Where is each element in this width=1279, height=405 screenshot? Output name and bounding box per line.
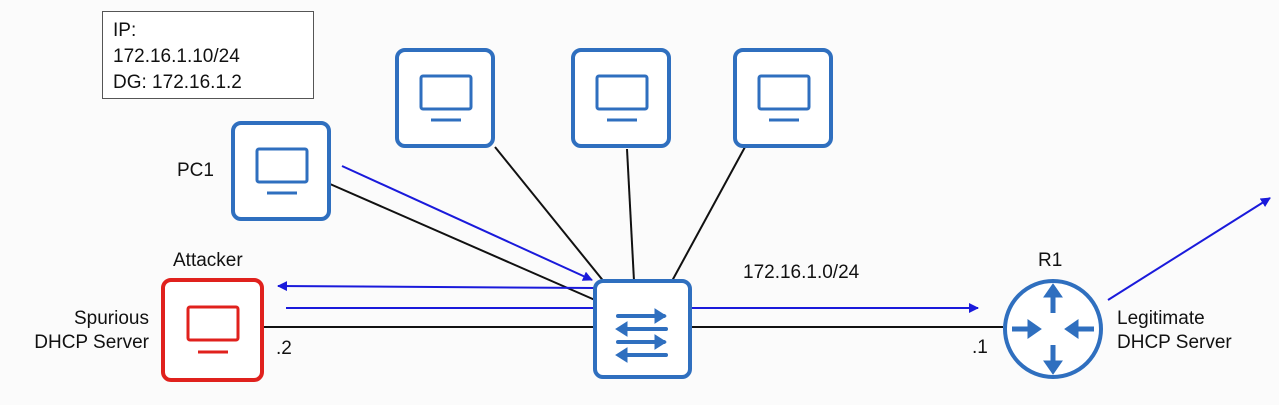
link-top-pc-2	[626, 148, 635, 282]
top-pc-2	[571, 48, 671, 148]
router-arrows-icon	[1012, 283, 1094, 375]
router-label: R1	[1038, 250, 1062, 271]
ip-info-label: IP:	[113, 20, 137, 41]
ip-info-address: 172.16.1.10/24	[113, 46, 240, 67]
network-label: 172.16.1.0/24	[743, 262, 860, 283]
link-top-pc-1	[494, 146, 606, 284]
router-r1	[1003, 279, 1103, 379]
monitor-icon	[419, 74, 473, 122]
pc1-device	[231, 121, 331, 221]
arrow-pc1-to-switch	[341, 165, 593, 281]
attacker-role-line2: DHCP Server	[34, 332, 149, 353]
monitor-icon	[595, 74, 649, 122]
router-role-line1: Legitimate	[1117, 308, 1205, 329]
attacker-device	[161, 278, 264, 382]
link-pc1	[329, 183, 596, 301]
monitor-icon	[186, 305, 240, 354]
switch-device	[593, 279, 692, 379]
switch-arrows-icon	[615, 308, 668, 363]
attacker-role-line1: Spurious	[74, 308, 149, 329]
arrow-router-outbound	[1107, 197, 1271, 301]
router-role-line2: DHCP Server	[1117, 332, 1232, 353]
links	[264, 146, 1003, 328]
link-top-pc-3	[671, 146, 746, 282]
ip-info-box: IP: 172.16.1.10/24 DG: 172.16.1.2	[102, 11, 314, 99]
ip-info-gateway: DG: 172.16.1.2	[113, 72, 242, 93]
top-pc-1	[395, 48, 495, 148]
router-ip-label: .1	[972, 337, 988, 358]
attacker-label: Attacker	[173, 250, 243, 271]
arrows	[277, 165, 1271, 313]
top-pc-3	[733, 48, 833, 148]
monitor-icon	[757, 74, 811, 122]
attacker-ip-label: .2	[276, 338, 292, 359]
pc1-label: PC1	[177, 160, 214, 181]
monitor-icon	[255, 147, 309, 195]
arrow-switch-to-attacker	[277, 281, 595, 292]
